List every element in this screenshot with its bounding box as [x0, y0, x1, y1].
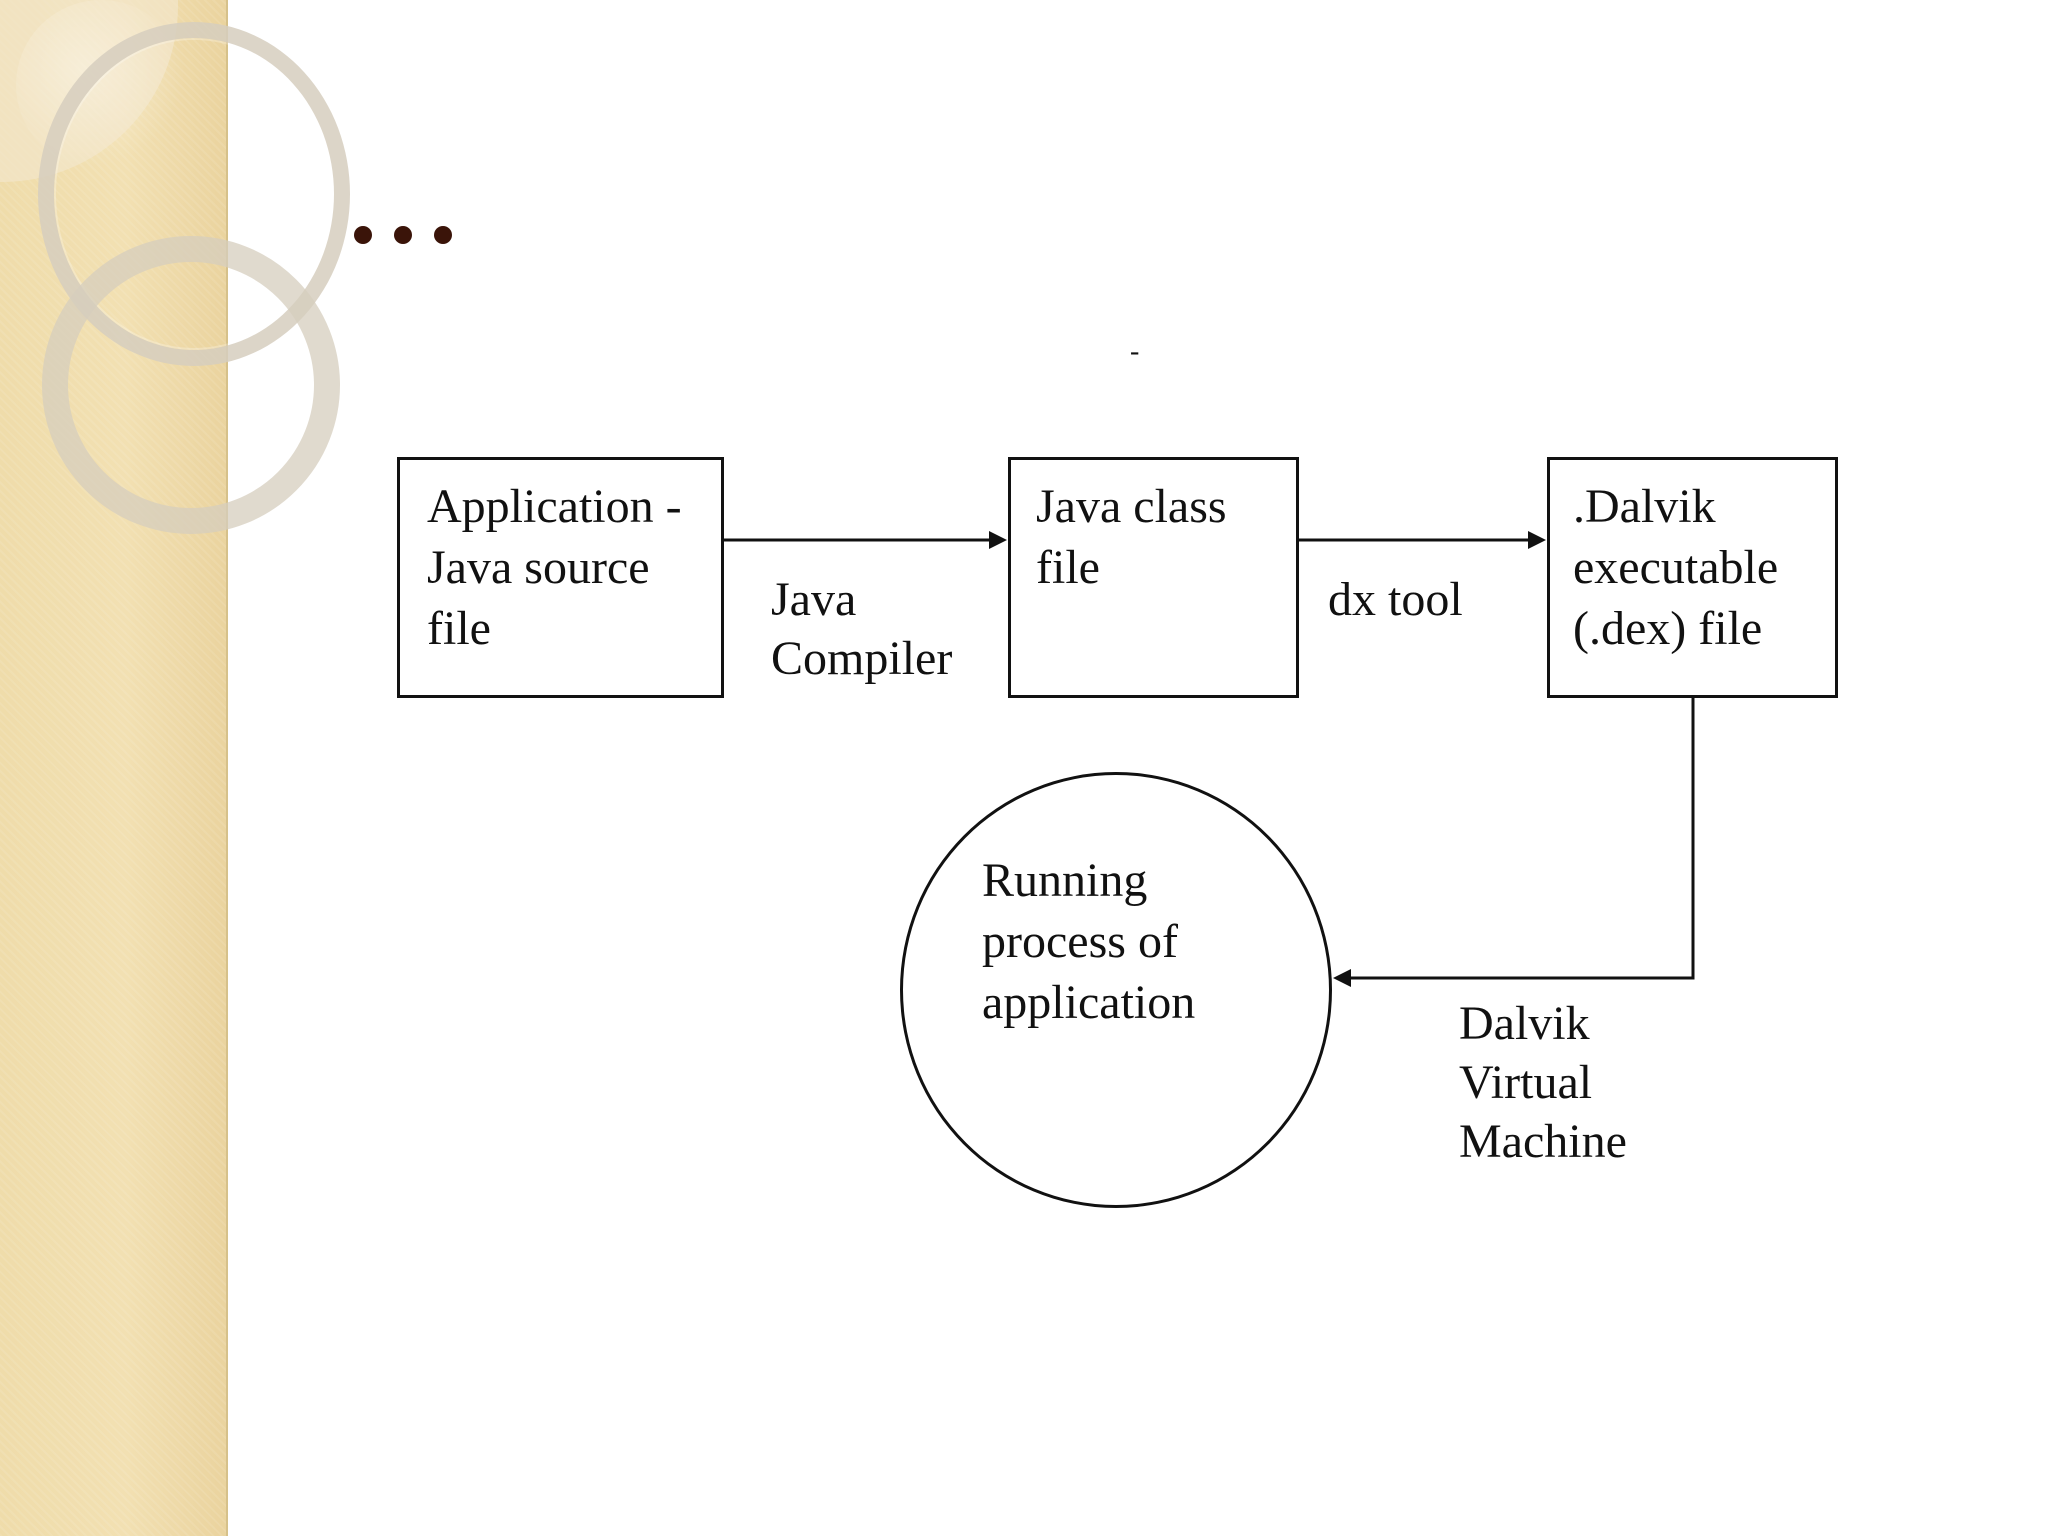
java-source-file-box	[397, 457, 724, 698]
java-compiler-label: Java Compiler	[771, 573, 953, 685]
dalvik-vm-label: Dalvik Virtual Machine	[1459, 997, 1627, 1168]
dx-tool-label: dx tool	[1328, 573, 1463, 626]
arrow-line-dalvik-vm	[1343, 698, 1695, 980]
dalvik-executable-label: .Dalvik executable (.dex) file	[1573, 480, 1779, 655]
arrowhead-dalvik-vm	[1333, 969, 1351, 987]
java-class-file-label: Java class file	[1036, 480, 1227, 594]
title-dot-3	[434, 226, 452, 244]
title-dots-icon	[350, 216, 470, 256]
running-process-circle	[900, 772, 1332, 1208]
arrowhead-dx-tool	[1528, 531, 1546, 549]
running-process-label: Running process of application	[982, 854, 1196, 1029]
arrowhead-java-compiler	[989, 531, 1007, 549]
title-dot-1	[354, 226, 372, 244]
java-source-file-label: Application - Java source file	[427, 480, 682, 655]
java-class-file-box	[1008, 457, 1299, 698]
small-dash-mark: -	[1130, 336, 1140, 367]
title-dot-2	[394, 226, 412, 244]
dalvik-executable-box	[1547, 457, 1838, 698]
